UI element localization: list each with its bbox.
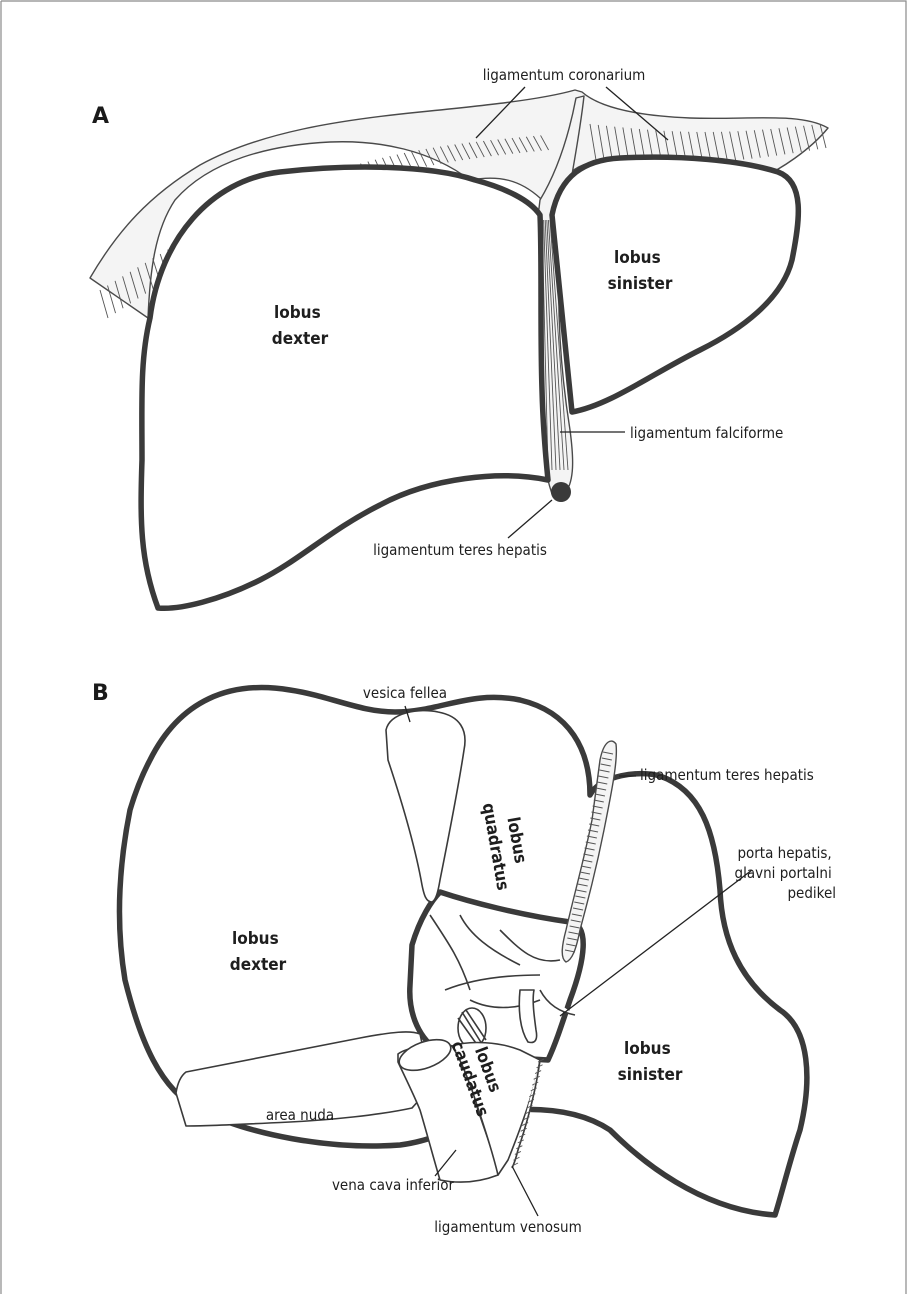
label-porta-hepatis: porta hepatis, glavni portalni pedikel bbox=[735, 844, 836, 902]
label-ligamentum-teres-hepatis-b: ligamentum teres hepatis bbox=[640, 766, 814, 784]
label-ligamentum-venosum: ligamentum venosum bbox=[434, 1218, 581, 1236]
label-ligamentum-teres-hepatis-a: ligamentum teres hepatis bbox=[373, 541, 547, 559]
panel-label-b: B bbox=[92, 681, 109, 706]
figure-a: A lobus dexter lobus sinister ligamentum… bbox=[90, 66, 828, 608]
leader-teres-a bbox=[508, 500, 552, 538]
label-vena-cava-inferior: vena cava inferior bbox=[332, 1176, 455, 1194]
label-area-nuda: area nuda bbox=[266, 1106, 334, 1124]
figure-b: B vesica fellea ligamentum teres hepatis bbox=[92, 681, 836, 1236]
panel-label-a: A bbox=[92, 104, 109, 129]
lobus-sinister-a-outline bbox=[552, 157, 798, 412]
hatch-line bbox=[100, 290, 108, 318]
leader-venosum bbox=[512, 1166, 538, 1216]
label-ligamentum-falciforme: ligamentum falciforme bbox=[630, 424, 783, 442]
teres-hepatis-end-dot bbox=[551, 482, 571, 502]
hatch-line bbox=[411, 152, 419, 168]
label-vesica-fellea: vesica fellea bbox=[363, 684, 447, 702]
label-ligamentum-coronarium: ligamentum coronarium bbox=[483, 66, 646, 84]
